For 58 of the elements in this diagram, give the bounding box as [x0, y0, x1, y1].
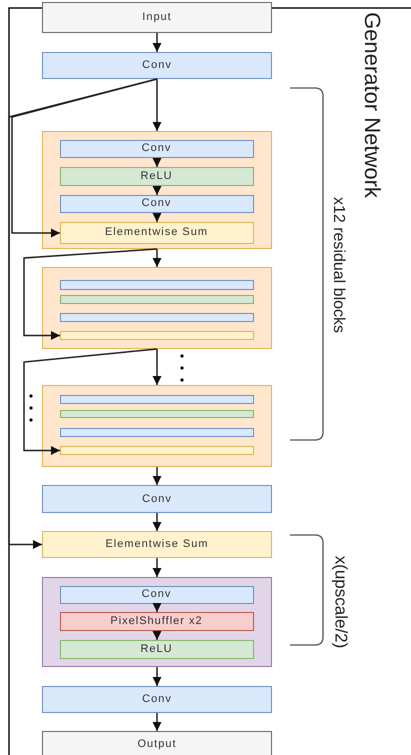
bracket-label: x12 residual blocks: [329, 196, 348, 334]
conv-layer-box: [60, 394, 254, 404]
residual-block-box: [42, 131, 272, 249]
relu-layer-box: [60, 294, 254, 304]
layer-label: Conv: [142, 60, 172, 71]
relu-layer-box: [60, 410, 254, 418]
elementwise-sum-box: [60, 446, 254, 454]
pixel-shuffler-box: [60, 612, 254, 630]
arrow: [152, 249, 162, 267]
conv-layer-box: [42, 485, 272, 513]
arrow: [152, 349, 162, 385]
bracket-label: x(upscale/2): [330, 556, 350, 648]
arrow: [152, 186, 162, 195]
conv-layer-box: [60, 140, 254, 158]
elementwise-sum-box: [60, 222, 254, 244]
conv-layer-box: [60, 280, 254, 290]
layer-label: Output: [137, 738, 177, 750]
conv-layer-box: [42, 52, 272, 79]
layer-label: Conv: [142, 694, 172, 705]
elementwise-sum-box: [42, 531, 272, 558]
layer-label: Input: [142, 12, 172, 23]
arrow: [152, 713, 162, 731]
conv-layer-box: [42, 686, 272, 713]
residual-block-box: [42, 267, 272, 349]
arrow: [152, 558, 162, 577]
elementwise-sum-box: [60, 330, 254, 340]
conv-layer-box: [60, 586, 254, 604]
arrow: [152, 667, 162, 686]
arrow: [23, 248, 158, 340]
terminal-box: [42, 731, 272, 755]
layer-label: Elementwise Sum: [104, 227, 208, 238]
layer-label: Conv: [142, 494, 172, 504]
layer-label: ReLU: [140, 170, 173, 182]
arrow: [152, 33, 162, 52]
layer-label: Conv: [142, 198, 172, 209]
conv-layer-box: [60, 194, 254, 212]
terminal-box: [42, 2, 272, 33]
arrow: [152, 603, 162, 612]
layer-label: Conv: [142, 589, 172, 600]
relu-layer-box: [60, 640, 254, 658]
arrow: [152, 513, 162, 531]
title: Generator Network: [358, 12, 385, 198]
arrow: [152, 467, 162, 485]
layer-label: Elementwise Sum: [105, 539, 209, 550]
arrow: [8, 78, 158, 549]
relu-layer-box: [60, 166, 254, 186]
conv-layer-box: [60, 428, 254, 436]
layer-label: PixelShuffler x2: [110, 616, 203, 626]
upsample-block-box: [42, 577, 272, 667]
layer-label: Conv: [142, 143, 172, 154]
conv-layer-box: [60, 312, 254, 322]
layer-label: ReLU: [140, 644, 173, 654]
arrow: [152, 631, 162, 640]
arrow: [23, 348, 158, 455]
arrow: [152, 213, 162, 222]
arrow: [152, 79, 162, 131]
residual-block-box: [42, 385, 272, 467]
arrow: [152, 158, 162, 167]
